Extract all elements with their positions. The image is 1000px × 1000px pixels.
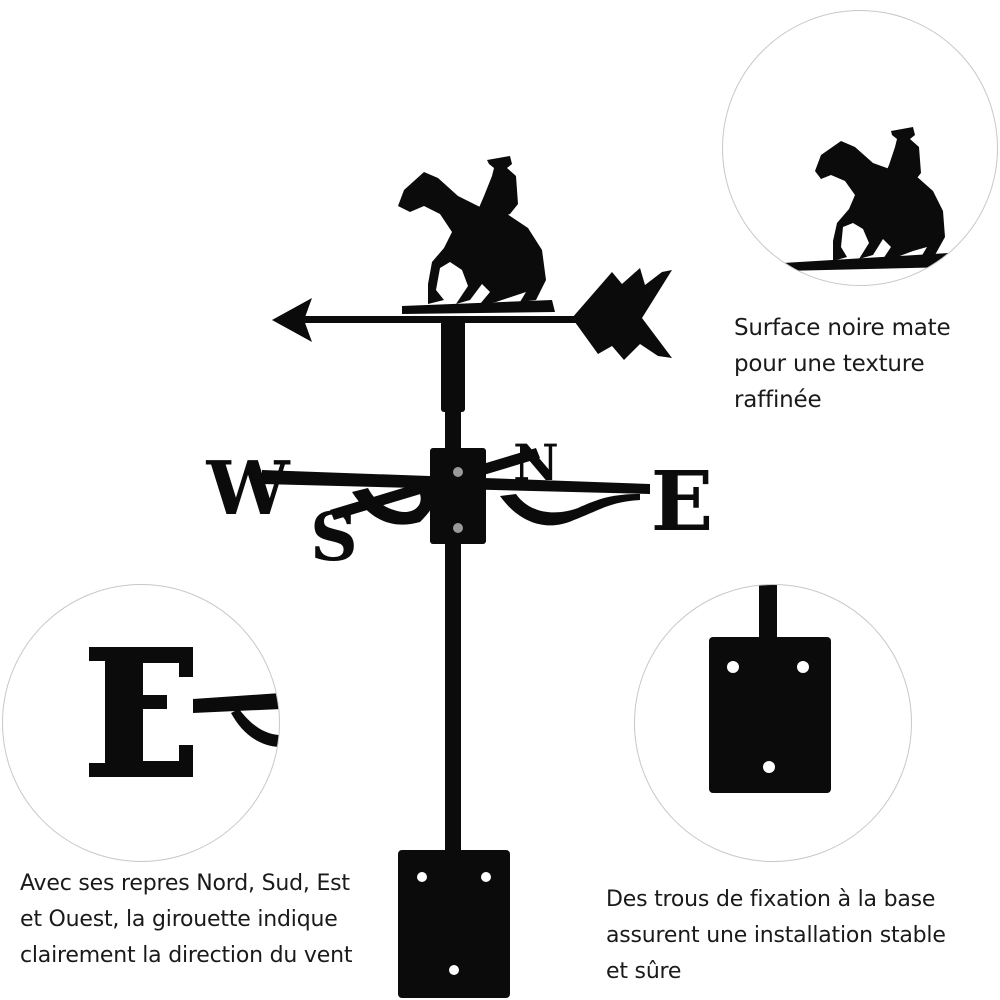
arrow-shaft xyxy=(300,316,600,323)
letter-south: S xyxy=(310,498,358,576)
zoom-base-hole-top-left xyxy=(727,661,739,673)
base-hole-top-left xyxy=(417,872,427,882)
base-hole-top-right xyxy=(481,872,491,882)
caption-finish-line-3: raffinée xyxy=(734,387,822,413)
letter-north: N xyxy=(513,433,559,492)
zoom-rider-detail xyxy=(783,127,951,271)
zoom-base-hole-bottom xyxy=(763,761,775,773)
rider-silhouette xyxy=(478,156,518,218)
caption-finish: Surface noire mate pour une texture raff… xyxy=(734,310,951,418)
zoom-scroll xyxy=(231,709,279,747)
bolt-top xyxy=(453,467,463,477)
horse-rider-silhouette xyxy=(398,156,555,314)
zoom-letter-e xyxy=(89,647,193,777)
caption-directions-line-2: et Ouest, la girouette indique xyxy=(20,907,338,932)
center-bracket xyxy=(430,448,486,544)
caption-mounting: Des trous de fixation à la base assurent… xyxy=(606,882,946,990)
arrow xyxy=(272,268,672,360)
base-plate xyxy=(398,850,510,998)
caption-directions-line-1: Avec ses repres Nord, Sud, Est xyxy=(20,871,350,896)
zoom-circle-finish xyxy=(722,10,998,286)
letter-west: W xyxy=(205,446,290,532)
zoom-base-plate xyxy=(709,637,831,793)
scroll-left xyxy=(352,488,435,525)
caption-mounting-line-2: assurent une installation stable xyxy=(606,923,946,948)
base-hole-bottom xyxy=(449,965,459,975)
bolt-bottom xyxy=(453,523,463,533)
zoom-ground-plate xyxy=(783,253,951,271)
zoom-base-hole-top-right xyxy=(797,661,809,673)
zoom-arm xyxy=(193,693,279,713)
caption-finish-line-2: pour une texture xyxy=(734,351,925,377)
pole-sleeve xyxy=(441,320,465,412)
zoom-rider-silhouette xyxy=(883,127,921,187)
arrow-feather xyxy=(572,268,672,360)
caption-mounting-line-1: Des trous de fixation à la base xyxy=(606,887,936,912)
caption-directions-line-3: clairement la direction du vent xyxy=(20,943,353,968)
zoom-circle-mounting xyxy=(634,584,912,862)
zoom-base-detail xyxy=(709,585,831,793)
ground-plate xyxy=(402,300,555,314)
caption-directions: Avec ses repres Nord, Sud, Est et Ouest,… xyxy=(20,866,352,974)
caption-mounting-line-3: et sûre xyxy=(606,959,682,984)
scroll-right xyxy=(500,494,640,526)
zoom-letter-detail xyxy=(89,647,279,777)
letter-east: E xyxy=(651,454,714,550)
horse-silhouette xyxy=(398,172,546,304)
arrow-head xyxy=(272,298,312,342)
zoom-circle-directions xyxy=(2,584,280,862)
zoom-horse-silhouette xyxy=(815,141,945,261)
caption-finish-line-1: Surface noire mate xyxy=(734,315,951,341)
